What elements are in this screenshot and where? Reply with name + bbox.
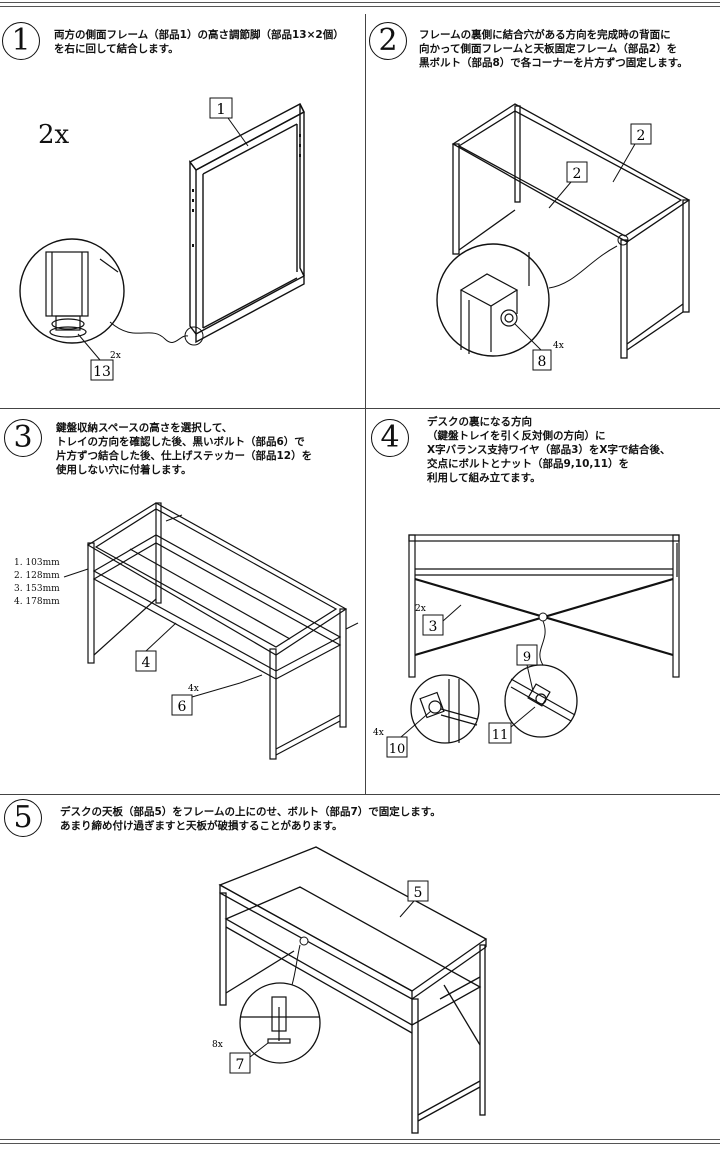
svg-text:4x: 4x <box>373 728 384 738</box>
svg-text:8x: 8x <box>212 1040 223 1050</box>
top-rule <box>0 2 720 3</box>
step-5-instruction: デスクの天板（部品5）をフレームの上にのせ、ボルト（部品7）で固定します。 あま… <box>60 806 441 832</box>
svg-text:5: 5 <box>414 885 423 901</box>
step-1-number: 1 <box>2 22 40 60</box>
svg-text:2: 2 <box>573 166 582 182</box>
step-2-panel: 2 フレームの裏側に結合穴がある方向を完成時の背面に 向かって側面フレームと天板… <box>365 14 720 408</box>
svg-text:2x: 2x <box>110 351 121 361</box>
step-5-panel: 5 デスクの天板（部品5）をフレームの上にのせ、ボルト（部品7）で固定します。 … <box>0 795 720 1139</box>
svg-text:3: 3 <box>429 619 438 635</box>
svg-text:4: 4 <box>142 655 151 671</box>
svg-text:11: 11 <box>492 728 509 743</box>
height-option: 1. 103mm <box>14 558 60 568</box>
bottom-rule <box>0 1139 720 1140</box>
svg-text:13: 13 <box>93 364 111 380</box>
step-3-number: 3 <box>4 419 42 457</box>
step-4-panel: 4 デスクの裏になる方向 （鍵盤トレイを引く反対側の方向）に X字バランス支持ワ… <box>365 409 720 794</box>
step-5-diagram: 5 7 8x <box>212 846 488 1134</box>
height-option: 4. 178mm <box>14 597 60 607</box>
row-divider-2 <box>0 794 720 795</box>
svg-text:4x: 4x <box>188 684 199 694</box>
step-1-diagram: 1 13 2x <box>19 97 305 381</box>
height-options: 1. 103mm 2. 128mm 3. 153mm 4. 178mm <box>14 558 74 610</box>
step-2-diagram: 2 2 8 4x <box>436 103 691 371</box>
svg-text:10: 10 <box>389 742 406 757</box>
step-5-number: 5 <box>4 799 42 837</box>
step-4-diagram: 3 2x 10 4x 9 11 <box>373 534 680 758</box>
step-1-panel: 1 両方の側面フレーム（部品1）の高さ調節脚（部品13×2個） を右に回して結合… <box>0 14 365 408</box>
svg-text:7: 7 <box>236 1057 245 1073</box>
svg-text:6: 6 <box>178 699 187 715</box>
step-2-instruction: フレームの裏側に結合穴がある方向を完成時の背面に 向かって側面フレームと天板固定… <box>419 29 688 69</box>
step-1-part-label: 1 <box>216 100 226 118</box>
top-rule-inner <box>0 6 720 7</box>
svg-text:2: 2 <box>637 128 646 144</box>
step-1-instruction: 両方の側面フレーム（部品1）の高さ調節脚（部品13×2個） を右に回して結合しま… <box>54 29 344 55</box>
row-divider-1 <box>0 408 720 409</box>
step-4-number: 4 <box>371 419 409 457</box>
step-3-panel: 3 鍵盤収納スペースの高さを選択して、 トレイの方向を確認した後、黒いボルト（部… <box>0 409 365 794</box>
step-1-quantity: 2x <box>38 120 70 150</box>
height-option: 3. 153mm <box>14 584 60 594</box>
step-3-diagram: 4 6 4x <box>63 502 359 760</box>
svg-text:8: 8 <box>538 354 547 370</box>
column-divider <box>365 14 366 794</box>
step-4-instruction: デスクの裏になる方向 （鍵盤トレイを引く反対側の方向）に X字バランス支持ワイヤ… <box>427 416 671 484</box>
svg-text:9: 9 <box>523 650 531 665</box>
bottom-rule-inner <box>0 1143 720 1144</box>
height-option: 2. 128mm <box>14 571 60 581</box>
step-3-instruction: 鍵盤収納スペースの高さを選択して、 トレイの方向を確認した後、黒いボルト（部品6… <box>56 422 313 476</box>
svg-text:4x: 4x <box>553 341 564 351</box>
step-2-number: 2 <box>369 22 407 60</box>
svg-text:2x: 2x <box>415 604 426 614</box>
